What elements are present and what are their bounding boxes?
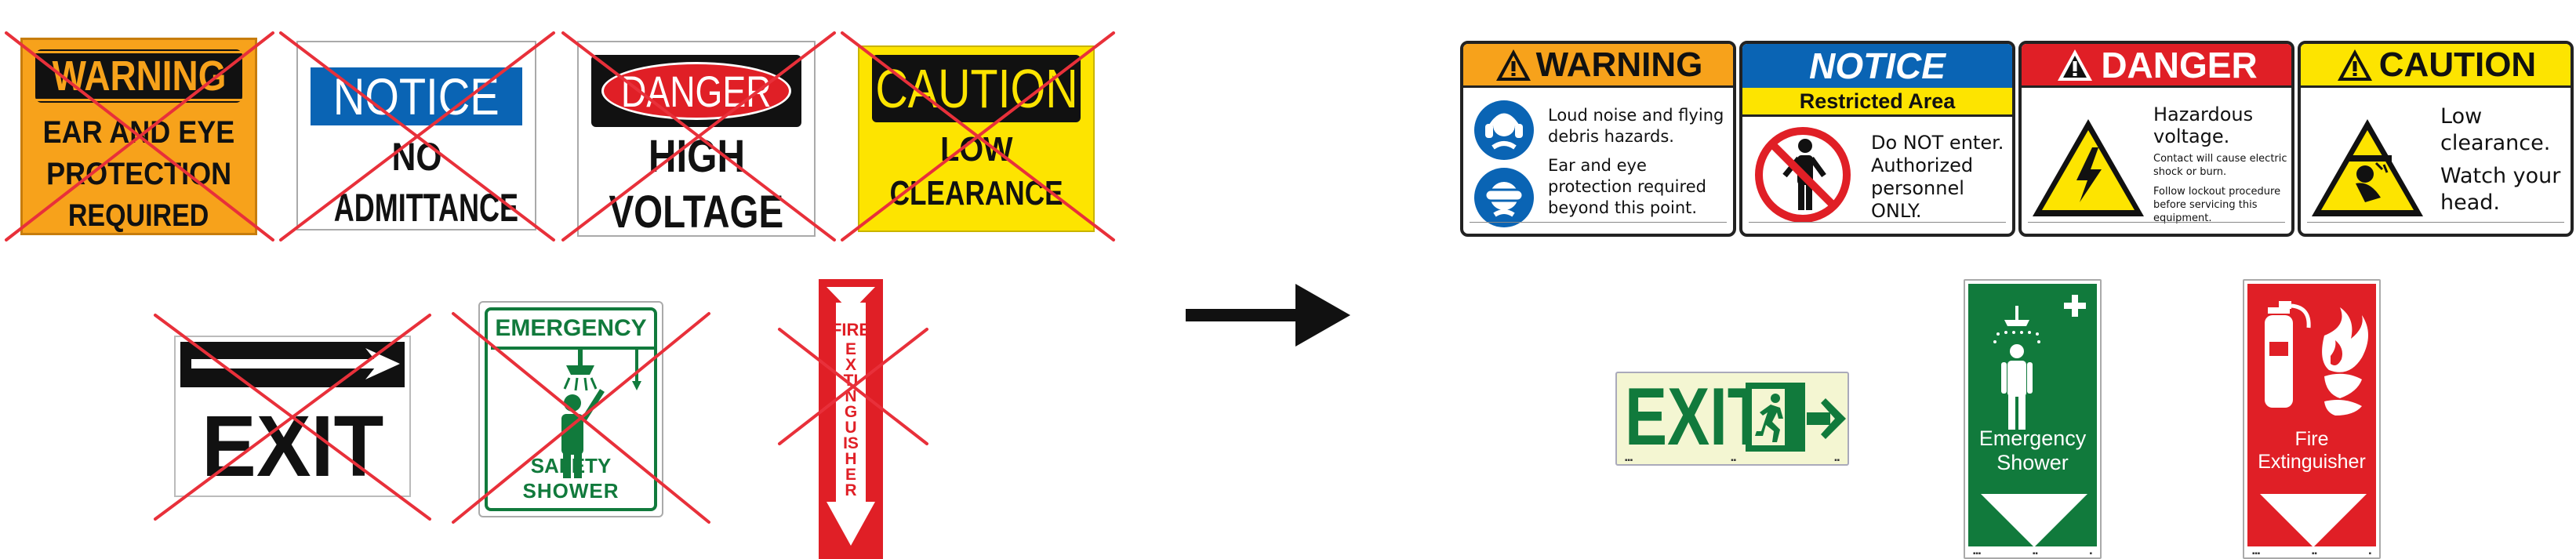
old-danger-header: DANGER [591,55,801,127]
eye-protection-icon [1474,168,1534,227]
new-notice-subheader: Restricted Area [1742,88,2012,117]
warning-triangle-icon [2058,49,2093,81]
new-exit-sign: EXIT ▪▪▪▪▪▪▪ [1615,372,1849,466]
warning-triangle-icon [2337,49,2372,81]
new-shower-sign: Emergency Shower ▪▪▪▪▪▪ [1964,279,2102,559]
old-exit-sign: EXIT [174,336,411,497]
old-warning-sign: WARNING EAR AND EYE PROTECTION REQUIRED [20,38,257,235]
old-danger-sign: DANGER HIGH VOLTAGE [577,41,816,237]
old-caution-sign: CAUTION LOW CLEARANCE [858,45,1095,232]
new-notice-header: NOTICE [1742,44,2012,88]
old-caution-header: CAUTION [872,55,1081,122]
new-warning-header: WARNING [1463,44,1733,88]
new-danger-sign: DANGER Hazardous voltage. Contact will c… [2018,41,2294,237]
head-bump-icon [2312,119,2423,216]
electric-shock-icon [2033,119,2144,216]
no-entry-person-icon [1755,127,1851,223]
new-danger-header: DANGER [2022,44,2291,88]
running-person-door-icon [1746,383,1805,452]
right-arrow-icon [191,348,400,379]
old-fire-sign: FIRE EXTINGUISHER [819,279,883,559]
new-caution-sign: CAUTION Low clearance. Watch your head. [2298,41,2574,237]
new-caution-header: CAUTION [2301,44,2571,88]
emergency-shower-icon [1981,295,2087,547]
right-arrow-icon [1807,398,1846,439]
ear-protection-icon [1474,100,1534,160]
fire-extinguisher-icon [2260,301,2368,547]
new-notice-sign: NOTICE Restricted Area Do NOT enter. Aut… [1739,41,2015,237]
right-arrow-icon [1186,284,1350,347]
new-fire-sign: Fire Extinguisher ▪▪▪▪▪▪ [2243,279,2381,559]
old-notice-sign: NOTICE NO ADMITTANCE [296,41,536,230]
old-shower-sign: EMERGENCY SAFETY SHOWER [478,301,663,517]
old-notice-header: NOTICE [311,67,522,125]
old-exit-arrow-band [180,342,405,387]
new-warning-sign: WARNING Loud noise and flying debris haz… [1460,41,1736,237]
warning-triangle-icon [1495,49,1531,81]
old-warning-header: WARNING [26,49,252,103]
